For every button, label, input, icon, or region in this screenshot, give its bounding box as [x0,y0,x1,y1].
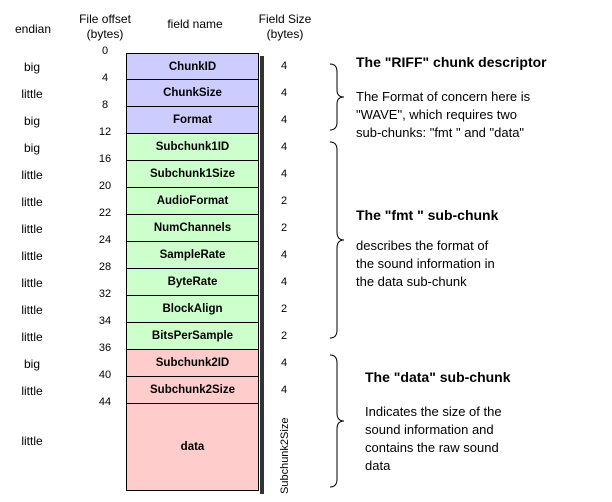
field-shadow [260,245,264,272]
field-shadow [260,218,264,245]
endian-label: little [21,222,43,236]
field-data: data [126,403,259,491]
field-subchunk1id: Subchunk1ID [126,133,259,161]
size-label: 4 [280,249,288,261]
field-chunksize: ChunkSize [126,79,259,107]
size-label: 4 [280,357,288,369]
endian-label: little [21,330,43,344]
riff-description: The Format of concern here is "WAVE", wh… [356,88,530,142]
field-shadow [260,137,264,164]
endian-label: big [23,141,40,155]
size-label: 2 [280,222,288,234]
offset-label: 34 [98,315,112,327]
endian-label: little [21,276,43,290]
fmt-title: The "fmt " sub-chunk [356,207,499,223]
fmt-brace [329,141,345,339]
text-line: contains the raw sound [365,440,499,455]
field-shadow [260,83,264,110]
offset-label: 32 [98,288,112,300]
data-title: The "data" sub-chunk [365,369,511,385]
size-label: 4 [280,60,288,72]
field-byterate: ByteRate [126,268,259,296]
offset-label: 22 [98,207,112,219]
header-endian: endian [14,22,52,36]
size-label: 4 [280,141,288,153]
field-bitspersample: BitsPerSample [126,322,259,350]
size-label: 2 [280,195,288,207]
offset-label: 0 [101,45,109,57]
field-shadow [260,56,264,83]
text-line: data [365,458,391,473]
field-shadow [260,164,264,191]
text-line: The Format of concern here is [356,89,531,104]
offset-label: 8 [101,99,109,111]
field-shadow [260,326,264,353]
size-label: 4 [280,276,288,288]
endian-label: little [21,303,43,317]
field-format: Format [126,106,259,134]
text-line: the sound information in [356,256,495,271]
data-brace [329,354,345,488]
header-field-name: field name [167,17,223,31]
offset-label: 24 [98,234,112,246]
offset-label: 40 [98,369,112,381]
endian-label: big [23,60,40,74]
endian-label: big [23,357,40,371]
field-shadow [260,353,264,380]
offset-label: 28 [98,261,112,273]
header-field-size: Field Size (bytes) [258,12,312,41]
offset-label: 20 [98,180,112,192]
endian-label: little [21,168,43,182]
field-subchunk1size: Subchunk1Size [126,160,259,188]
field-shadow [260,380,264,407]
offset-label: 16 [98,153,112,165]
text-line: "WAVE", which requires two [356,107,517,122]
text-line: describes the format of [356,238,489,253]
size-label: 2 [280,303,288,315]
size-label: 2 [280,330,288,342]
field-shadow [260,272,264,299]
size-label: 4 [280,384,288,396]
endian-label: little [21,434,43,448]
field-chunkid: ChunkID [126,53,259,80]
header-offset: File offset (bytes) [79,12,131,41]
offset-label: 4 [101,72,109,84]
offset-label: 36 [98,342,112,354]
size-label: 4 [280,168,288,180]
endian-label: big [23,114,40,128]
field-shadow [260,407,264,494]
text-line: sound information and [365,422,494,437]
endian-label: little [21,384,43,398]
data-description: Indicates the size of the sound informat… [365,403,502,475]
field-numchannels: NumChannels [126,214,259,242]
field-subchunk2size: Subchunk2Size [126,376,259,404]
riff-brace [329,63,345,131]
text-line: Indicates the size of the [365,404,502,419]
endian-label: little [21,195,43,209]
text-line: sub-chunks: "fmt " and "data" [356,125,525,140]
endian-label: little [21,87,43,101]
endian-label: little [21,249,43,263]
offset-label: 12 [98,126,112,138]
offset-label: 44 [98,396,112,408]
field-shadow [260,110,264,137]
field-shadow [260,191,264,218]
size-label: 4 [280,114,288,126]
text-line: the data sub-chunk [356,274,467,289]
fmt-description: describes the format of the sound inform… [356,237,495,291]
riff-title: The "RIFF" chunk descriptor [356,54,547,70]
size-label: 4 [280,87,288,99]
field-shadow [260,299,264,326]
